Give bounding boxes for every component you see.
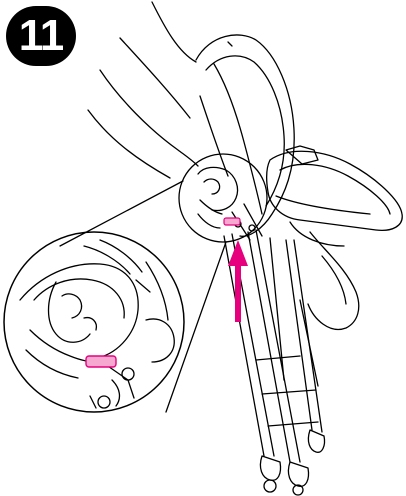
hinge-detail-large bbox=[3, 231, 185, 413]
magnifier-connector bbox=[59, 180, 227, 413]
user-arm-outline bbox=[87, 1, 199, 179]
release-button-large[interactable] bbox=[85, 355, 117, 368]
release-button-small[interactable] bbox=[223, 217, 241, 226]
food-tray bbox=[266, 145, 403, 330]
seat-pad bbox=[195, 34, 295, 237]
hinge-detail-small bbox=[178, 153, 268, 243]
up-arrow-icon bbox=[228, 240, 248, 322]
step-number-badge: 11 bbox=[6, 6, 76, 66]
chair-wheels bbox=[259, 429, 326, 496]
chair-frame-legs bbox=[223, 229, 323, 463]
step-number: 11 bbox=[18, 11, 65, 60]
